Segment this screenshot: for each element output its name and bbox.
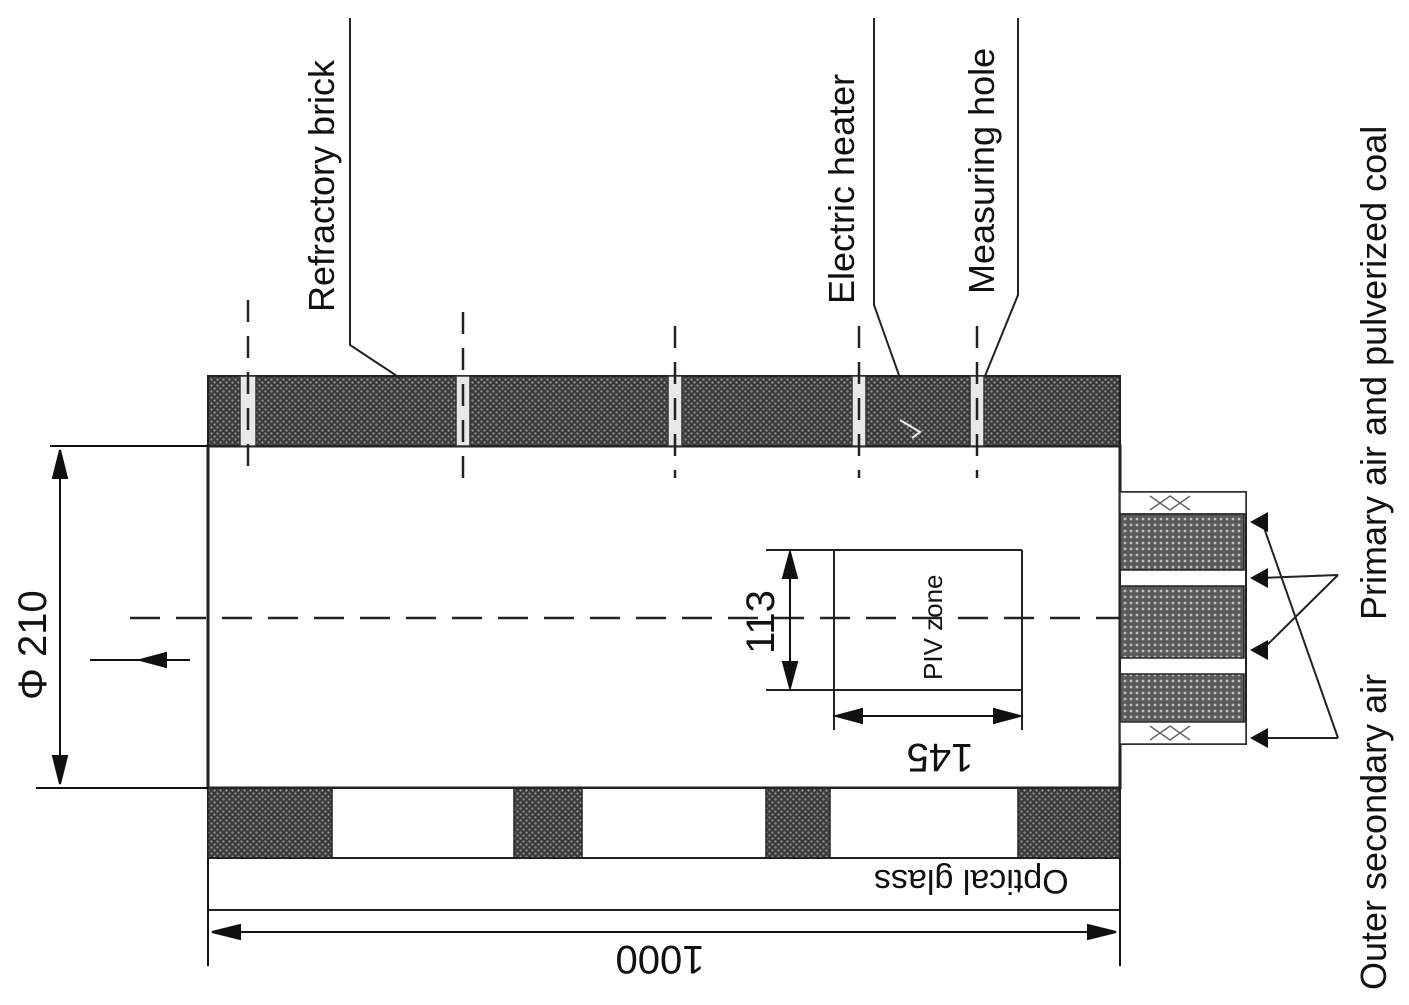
label-electric-heater: Electric heater [821,74,862,304]
label-primary-air: Primary air and pulverized coal [1353,126,1394,620]
dim-diameter-arrows [36,445,208,789]
dim-length-value: 1000 [616,937,705,981]
bottom-brick-4 [1017,787,1121,859]
leader-arrowheads [1250,512,1268,748]
leader-secondary-1 [1261,521,1339,739]
leader-heater [873,18,901,379]
leader-primary-2 [1261,574,1339,579]
top-refractory-wall [207,375,1121,447]
bottom-brick-1 [207,787,333,859]
optical-glass-strip [207,857,1121,911]
leader-measuring [984,18,1019,377]
dim-piv-height-value: 113 [739,590,783,654]
dim-piv-width-value: 145 [907,735,974,779]
label-piv-zone: PIV zone [918,574,948,680]
port-gap-2 [455,375,471,447]
dim-145-arrows [832,707,1024,725]
label-measuring-hole: Measuring hole [961,48,1002,294]
leader-lines [349,18,1339,739]
label-optical-glass: Optical glass [874,862,1069,900]
dim-length-arrows [207,858,1121,966]
dim-113-arrows [781,548,799,692]
label-outer-secondary-air: Outer secondary air [1353,674,1394,990]
bottom-wall [207,787,1121,911]
port-centerlines [246,300,979,480]
heater-element [899,419,922,439]
piv-zone [766,549,1023,730]
leader-primary-1 [1261,574,1339,651]
burner [1119,491,1247,745]
dim-diameter-value: Φ 210 [11,590,55,700]
leader-refractory [349,18,401,379]
bottom-brick-2 [513,787,583,859]
label-refractory-brick: Refractory brick [301,59,342,312]
bottom-brick-3 [765,787,831,859]
